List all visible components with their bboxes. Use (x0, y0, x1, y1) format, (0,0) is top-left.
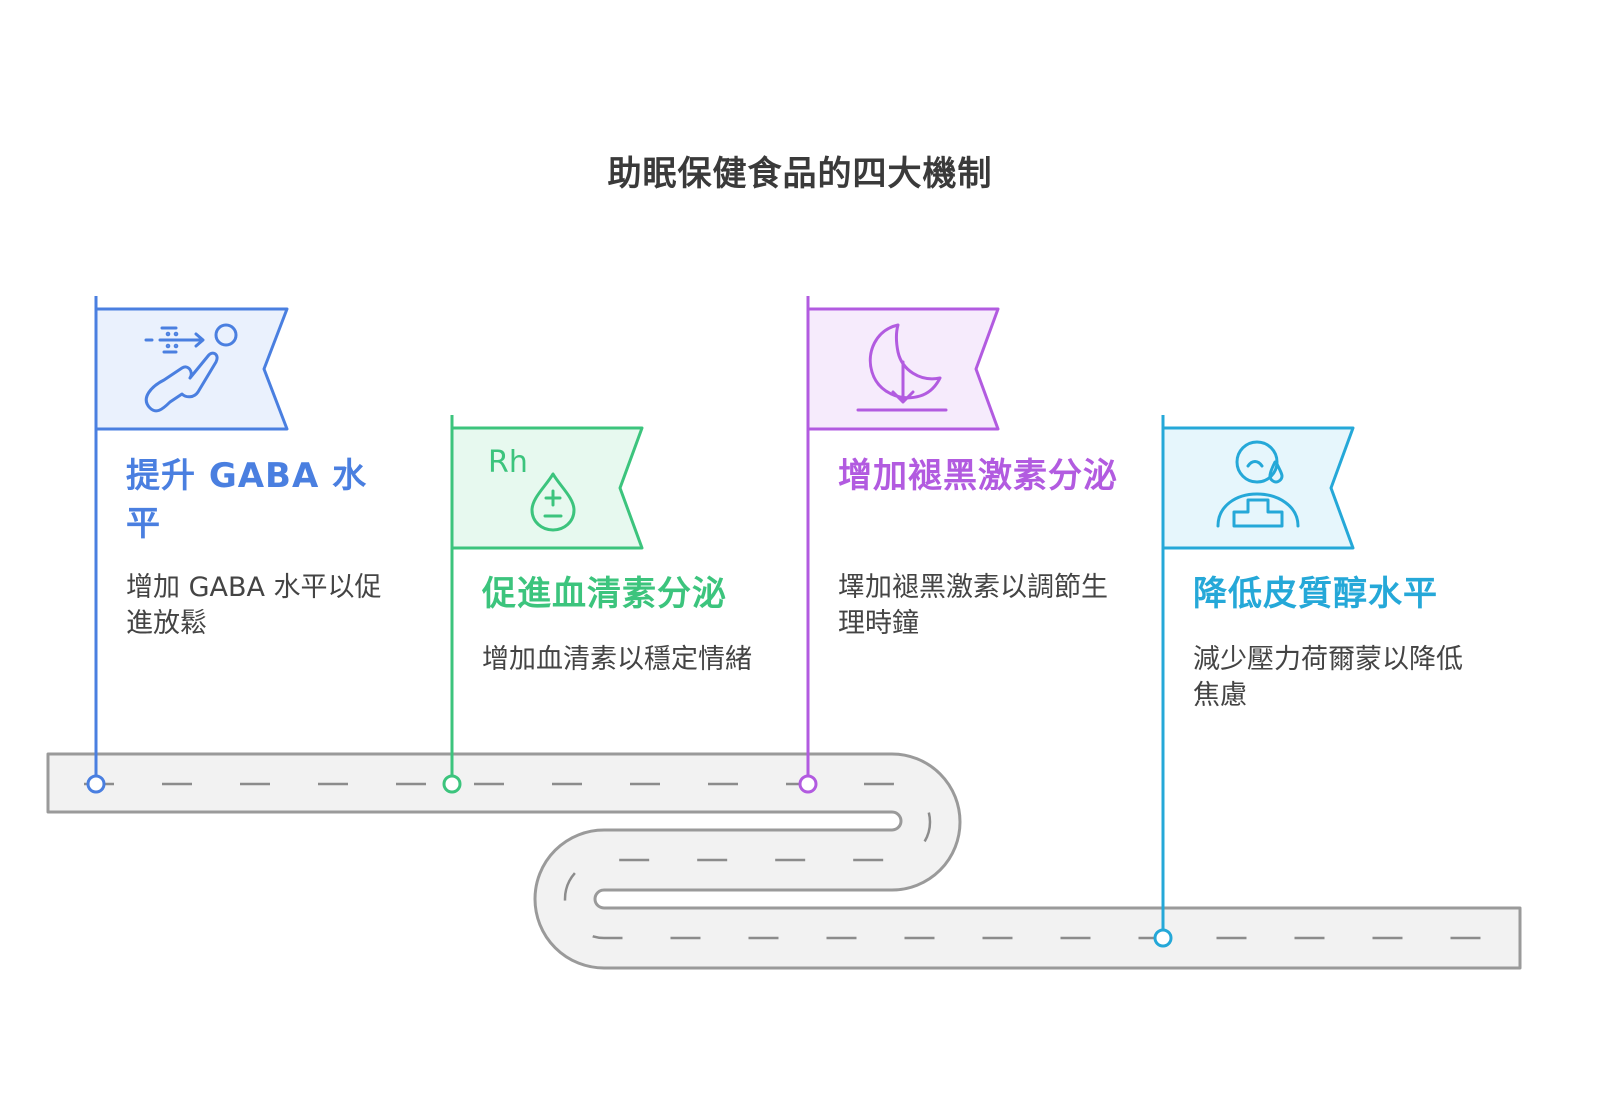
rh-label: Rh (488, 445, 528, 480)
milestone-1-heading: 提升 GABA 水平 (126, 456, 368, 544)
diagram-title: 助眠保健食品的四大機制 (607, 154, 993, 194)
marker-3 (798, 774, 818, 794)
flag-4 (1161, 426, 1355, 550)
flag-2: Rh (450, 426, 644, 550)
road-surface (46, 752, 1522, 970)
marker-1 (86, 774, 106, 794)
milestone-4-description: 減少壓力荷爾蒙以降低焦慮 (1193, 644, 1463, 711)
marker-2 (442, 774, 462, 794)
flag-3 (806, 307, 1000, 431)
milestone-3-description: 墿加褪黑激素以調節生理時鐘 (838, 572, 1108, 639)
milestone-2-heading: 促進血清素分泌 (482, 574, 727, 614)
rh-drop-icon: Rh (488, 445, 576, 532)
flag-1 (94, 307, 289, 431)
airflow-recline-icon (144, 323, 238, 413)
milestone-1-description: 增加 GABA 水平以促進放鬆 (126, 572, 382, 639)
marker-4 (1153, 928, 1173, 948)
milestone-markers (86, 774, 1173, 948)
moon-down-icon (856, 323, 948, 412)
milestone-3-heading: 增加褪黑激素分泌 (838, 456, 1118, 496)
milestone-4-heading: 降低皮質醇水平 (1193, 574, 1438, 614)
stressed-person-icon (1216, 440, 1300, 528)
milestone-2-description: 增加血清素以穩定情緒 (482, 644, 752, 675)
